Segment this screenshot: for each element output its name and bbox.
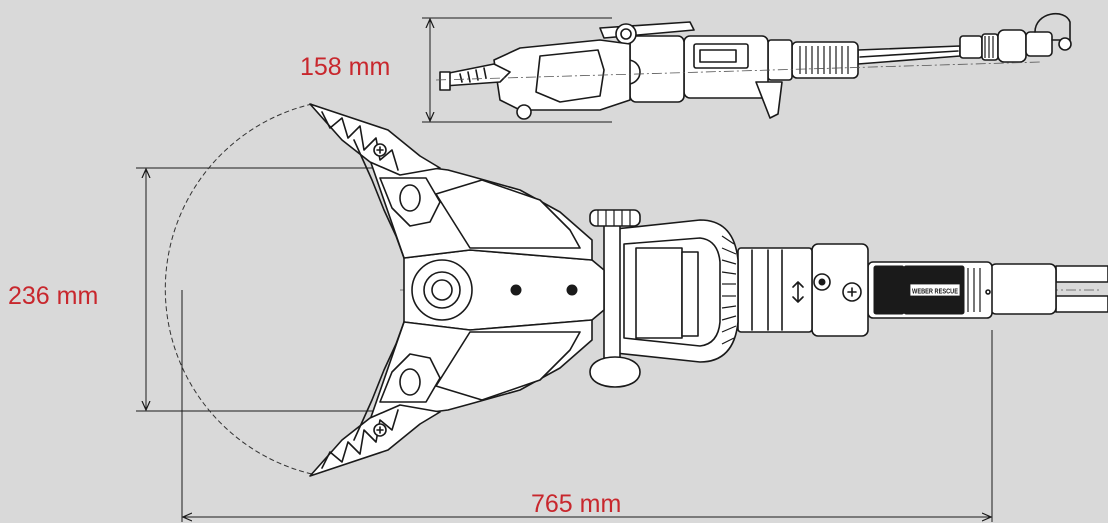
dimension-label-overall-length: 765 mm (531, 490, 622, 518)
dimension-lines (136, 17, 993, 522)
main-view-tool: WEBER RESCUE (309, 103, 1108, 477)
dimension-label-main-height: 236 mm (8, 282, 99, 310)
top-view-tool (439, 13, 1072, 120)
dimension-label-top-height: 158 mm (300, 53, 391, 81)
handle-badge-text: WEBER RESCUE (912, 287, 958, 296)
